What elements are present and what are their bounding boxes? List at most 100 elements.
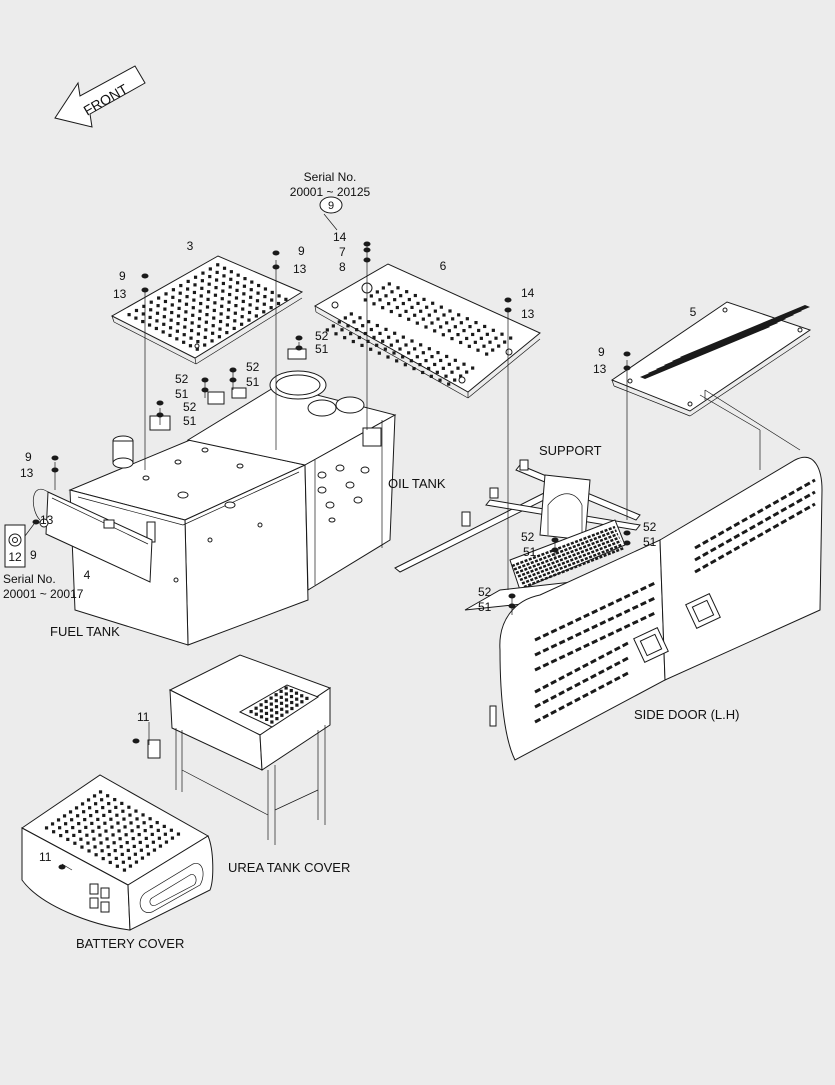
vent-hole	[98, 833, 102, 837]
vent-hole	[375, 343, 379, 347]
vent-hole	[164, 840, 169, 844]
vent-hole	[497, 344, 501, 348]
vent-hole	[155, 820, 159, 825]
vent-hole	[176, 314, 181, 318]
vent-hole	[222, 274, 226, 278]
vent-hole	[242, 284, 247, 288]
vent-hole	[156, 828, 160, 833]
vent-hole	[210, 339, 214, 343]
label-support: SUPPORT	[539, 443, 602, 458]
vent-hole	[208, 267, 212, 271]
vent-hole	[192, 290, 197, 295]
vent-hole	[134, 860, 139, 864]
fasteners	[32, 241, 631, 870]
part-5: 5	[690, 305, 697, 319]
vent-hole	[415, 355, 419, 359]
vent-hole	[415, 321, 419, 325]
vent-hole	[186, 279, 190, 284]
vent-hole	[500, 332, 504, 336]
vent-hole	[421, 351, 425, 355]
cover-5	[610, 301, 812, 417]
vent-hole	[269, 696, 273, 700]
vent-hole	[412, 367, 416, 371]
vent-hole	[65, 829, 69, 834]
vent-hole	[163, 307, 167, 311]
vent-hole	[148, 817, 152, 821]
vent-hole	[346, 324, 350, 328]
vent-hole	[395, 339, 399, 343]
vent-hole	[456, 366, 460, 370]
vent-hole	[212, 308, 216, 313]
vent-hole	[183, 317, 187, 322]
vent-hole	[441, 366, 445, 370]
vent-hole	[112, 841, 116, 845]
vent-hole	[138, 840, 142, 845]
vent-hole	[386, 355, 390, 359]
vent-hole	[405, 290, 409, 294]
bolt-icon	[504, 307, 512, 313]
vent-hole	[191, 306, 195, 310]
vent-hole	[103, 821, 107, 825]
vent-slot	[680, 305, 810, 359]
vent-hole	[222, 266, 227, 270]
vent-hole	[149, 300, 153, 304]
vent-hole	[447, 382, 451, 386]
vent-hole	[213, 293, 218, 297]
vent-hole	[124, 833, 128, 837]
vent-hole	[218, 327, 222, 331]
bolt-icon	[51, 467, 59, 473]
vent-hole	[148, 315, 152, 320]
vent-hole	[168, 326, 173, 330]
vent-hole	[149, 824, 153, 829]
bolt-icon	[551, 547, 559, 553]
vent-hole	[239, 322, 244, 326]
vent-hole	[193, 275, 198, 279]
vent-hole	[438, 378, 442, 382]
vent-hole	[240, 315, 244, 319]
vent-hole	[254, 314, 258, 318]
svg-text:9: 9	[119, 269, 126, 283]
vent-hole	[363, 331, 367, 336]
svg-text:51: 51	[643, 535, 657, 549]
vent-hole	[450, 337, 454, 341]
vent-hole	[108, 860, 112, 865]
vent-hole	[68, 810, 73, 814]
vent-hole	[453, 358, 457, 362]
vent-hole	[241, 299, 245, 304]
vent-hole	[274, 699, 278, 703]
vent-hole	[503, 340, 507, 344]
fuel-side-cover	[32, 489, 153, 583]
vent-hole	[133, 852, 137, 856]
vent-hole	[372, 302, 376, 306]
vent-hole	[422, 297, 426, 301]
vent-hole	[275, 717, 279, 721]
vent-hole	[401, 301, 405, 306]
vent-hole	[127, 856, 131, 860]
vent-hole	[431, 301, 435, 305]
bolt-icon	[32, 519, 40, 525]
vent-hole	[436, 351, 440, 355]
vent-hole	[424, 325, 428, 329]
vent-hole	[300, 700, 304, 704]
vent-hole	[215, 270, 219, 275]
vent-hole	[459, 340, 463, 345]
vent-hole	[439, 325, 443, 329]
vent-hole	[270, 298, 274, 302]
vent-hole	[236, 273, 240, 277]
vent-hole	[115, 864, 119, 868]
vent-hole	[168, 333, 172, 337]
vent-hole	[113, 797, 117, 802]
vent-hole	[212, 316, 216, 320]
vent-hole	[111, 833, 115, 837]
oil-tank	[186, 348, 397, 591]
vent-hole	[416, 301, 420, 305]
vent-hole	[204, 320, 208, 324]
vent-hole	[465, 336, 469, 341]
vent-hole	[381, 286, 385, 290]
vent-hole	[249, 288, 253, 292]
vent-hole	[337, 320, 341, 324]
vent-hole	[284, 297, 288, 301]
vent-hole	[249, 295, 253, 299]
vent-hole	[349, 332, 353, 336]
vent-hole	[465, 370, 469, 374]
